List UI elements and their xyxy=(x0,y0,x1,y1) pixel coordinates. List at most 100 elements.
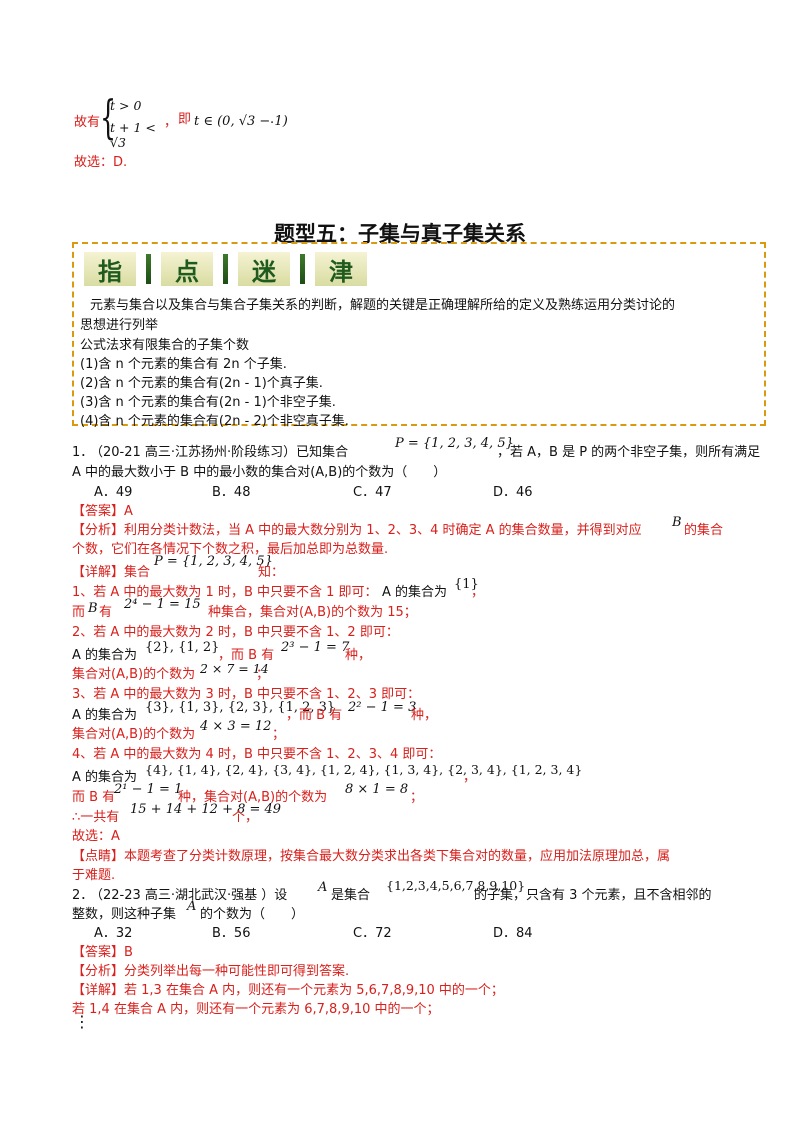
q1-comment-tag: 【点睛】 xyxy=(72,849,125,864)
q2-stem-line-2a: 整数，则这种子集 xyxy=(72,907,177,922)
case4-count: 2¹ − 1 = 1 xyxy=(114,782,183,797)
q1-analysis-1a: 利用分类计数法，当 A 中的最大数分别为 1、2、3、4 时确定 A 的集合数量… xyxy=(124,523,642,538)
q1-analysis-1b: 的集合 xyxy=(684,523,724,538)
case1-a-set: {1} xyxy=(454,577,479,592)
case3-head: 3、若 A 中的最大数为 3 时，B 中只要不含 1、2、3 即可： xyxy=(72,687,421,702)
q1-analysis-tag: 【分析】 xyxy=(72,523,125,538)
interval-formula: t ∈ (0, √3 − 1) xyxy=(194,114,288,129)
case2-a-label: A 的集合为 xyxy=(72,648,138,663)
q1-choose: 故选：A xyxy=(72,829,120,844)
q2-number: 2． xyxy=(72,888,94,903)
case1-a-label: A 的集合为 xyxy=(382,585,448,600)
banner-separator xyxy=(146,254,151,284)
case2-count: 2³ − 1 = 7 xyxy=(281,640,350,655)
q1-option-d[interactable]: D．46 xyxy=(493,485,533,500)
brace-icon: { xyxy=(100,90,117,144)
banner-separator xyxy=(223,254,228,284)
case1-line2b: B xyxy=(88,601,98,616)
case2-line3: 集合对(A,B)的个数为 xyxy=(72,667,196,682)
banner-separator xyxy=(300,254,305,284)
total-formula: 15 + 14 + 12 + 8 = 49 xyxy=(130,802,282,817)
case3-end: 种， xyxy=(411,708,438,723)
inequality-system: { t > 0 t + 1 < √3 xyxy=(100,90,170,150)
q1-option-b[interactable]: B．48 xyxy=(212,485,251,500)
case3-a-set: {3}, {1, 3}, {2, 3}, {1, 2, 3} xyxy=(145,700,336,715)
case3-semi: ； xyxy=(272,727,286,742)
case3-mid: ，而 B 有 xyxy=(286,708,343,723)
case1-comma: ， xyxy=(471,585,485,600)
case1-line2d: 种集合，集合对(A,B)的个数为 15； xyxy=(208,605,417,620)
case3-a-label: A 的集合为 xyxy=(72,708,138,723)
q1-source: （20-21 高三·江苏扬州·阶段练习）已知集合 xyxy=(90,445,349,460)
q2-analysis: 分类列举出每一种可能性即可得到答案. xyxy=(124,964,350,979)
case4-line2b: 种，集合对(A,B)的个数为 xyxy=(178,790,328,805)
q1-stem-line-2: A 中的最大数小于 B 中的最小数的集合对(A,B)的个数为（ ） xyxy=(72,465,447,480)
q2-option-c[interactable]: C．72 xyxy=(353,926,392,941)
banner-char-3: 迷 xyxy=(238,252,290,286)
q1-option-c[interactable]: C．47 xyxy=(353,485,392,500)
case1-head: 1、若 A 中的最大数为 1 时，B 中只要不含 1 即可： xyxy=(72,585,378,600)
case2-mid: ，而 B 有 xyxy=(218,648,275,663)
q1-set-formula: P = {1, 2, 3, 4, 5} xyxy=(395,436,514,451)
case4-comma: ， xyxy=(463,770,477,785)
case3-product: 4 × 3 = 12 xyxy=(200,719,272,734)
case4-a-label: A 的集合为 xyxy=(72,770,138,785)
ji-text: 即 xyxy=(178,112,192,127)
q1-detail-b: 知： xyxy=(258,565,285,580)
q1-detail-tag: 【详解】 xyxy=(72,565,125,580)
q2-analysis-tag: 【分析】 xyxy=(72,964,125,979)
banner-char-4: 津 xyxy=(315,252,367,286)
q1-option-a[interactable]: A．49 xyxy=(94,485,133,500)
q1-detail-a: 集合 xyxy=(124,565,151,580)
q2-set-a: A xyxy=(318,880,328,895)
tip-line-6: (3)含 n 个元素的集合有(2n - 1)个非空子集. xyxy=(80,395,336,410)
case2-semi: ； xyxy=(256,667,270,682)
case2-a-set: {2}, {1, 2} xyxy=(145,640,220,655)
q1-answer-tag: 【答案】 xyxy=(72,504,125,519)
q1-comment-1: 本题考查了分类计数原理，按集合最大数分类求出各类下集合对的数量，应用加法原理加总… xyxy=(124,849,671,864)
case1-count: 2⁴ − 1 = 15 xyxy=(124,597,201,612)
case1-line2a: 而 xyxy=(72,605,86,620)
case2-head: 2、若 A 中的最大数为 2 时，B 中只要不含 1、2 即可： xyxy=(72,625,399,640)
system-line-1: t > 0 xyxy=(110,98,142,113)
q2-answer-tag: 【答案】 xyxy=(72,945,125,960)
q1-number: 1． xyxy=(72,445,94,460)
q2-stem-var: A xyxy=(187,899,197,914)
tip-line-3: 公式法求有限集合的子集个数 xyxy=(80,338,250,353)
tip-banner: 指 点 迷 津 xyxy=(84,252,367,286)
q1-analysis-var: B xyxy=(672,515,682,530)
tip-line-1: 元素与集合以及集合与集合子集关系的判断，解题的关键是正确理解所给的定义及熟练运用… xyxy=(90,298,676,313)
case4-product: 8 × 1 = 8 xyxy=(345,782,409,797)
tip-box xyxy=(72,242,766,426)
case4-semi: ； xyxy=(410,790,424,805)
q2-option-a[interactable]: A．32 xyxy=(94,926,133,941)
case1-line2c: 有 xyxy=(99,605,113,620)
guyou-text: 故有 xyxy=(74,115,101,130)
q2-detail-1: 若 1,3 在集合 A 内，则还有一个元素为 5,6,7,8,9,10 中的一个… xyxy=(124,983,504,998)
comma-text: ， xyxy=(164,115,178,130)
banner-char-2: 点 xyxy=(161,252,213,286)
q2-option-b[interactable]: B．56 xyxy=(212,926,251,941)
case2-product: 2 × 7 = 14 xyxy=(200,661,269,676)
case3-line3: 集合对(A,B)的个数为 xyxy=(72,727,196,742)
total-b: 个， xyxy=(232,810,259,825)
q2-stem-line-2b: 的个数为（ ） xyxy=(200,907,305,922)
total-a: ∴一共有 xyxy=(72,810,120,825)
tip-line-2: 思想进行列举 xyxy=(80,318,159,333)
case2-end: 种， xyxy=(345,648,372,663)
q2-mid: 是集合 xyxy=(331,888,371,903)
q2-detail-2: 若 1,4 在集合 A 内，则还有一个元素为 6,7,8,9,10 中的一个； xyxy=(72,1002,440,1017)
q1-comment-2: 于难题. xyxy=(72,868,116,883)
q1-detail-set: P = {1, 2, 3, 4, 5} xyxy=(154,554,273,569)
q1-answer: A xyxy=(124,504,133,519)
top-answer: 故选：D. xyxy=(74,155,128,170)
q2-source: （22-23 高三·湖北武汉·强基 ）设 xyxy=(90,888,288,903)
tip-line-5: (2)含 n 个元素的集合有(2n - 1)个真子集. xyxy=(80,376,323,391)
q2-ellipsis: ⋮ xyxy=(74,1012,90,1031)
tip-line-4: (1)含 n 个元素的集合有 2n 个子集. xyxy=(80,357,287,372)
q1-analysis-2: 个数，它们在各情况下个数之积，最后加总即为总数量. xyxy=(72,542,389,557)
case3-count: 2² − 1 = 3 xyxy=(348,700,417,715)
case4-a-set: {4}, {1, 4}, {2, 4}, {3, 4}, {1, 2, 4}, … xyxy=(145,762,583,777)
q2-option-d[interactable]: D．84 xyxy=(493,926,533,941)
q1-stem: ，若 A，B 是 P 的两个非空子集，则所有满足 xyxy=(497,445,761,460)
